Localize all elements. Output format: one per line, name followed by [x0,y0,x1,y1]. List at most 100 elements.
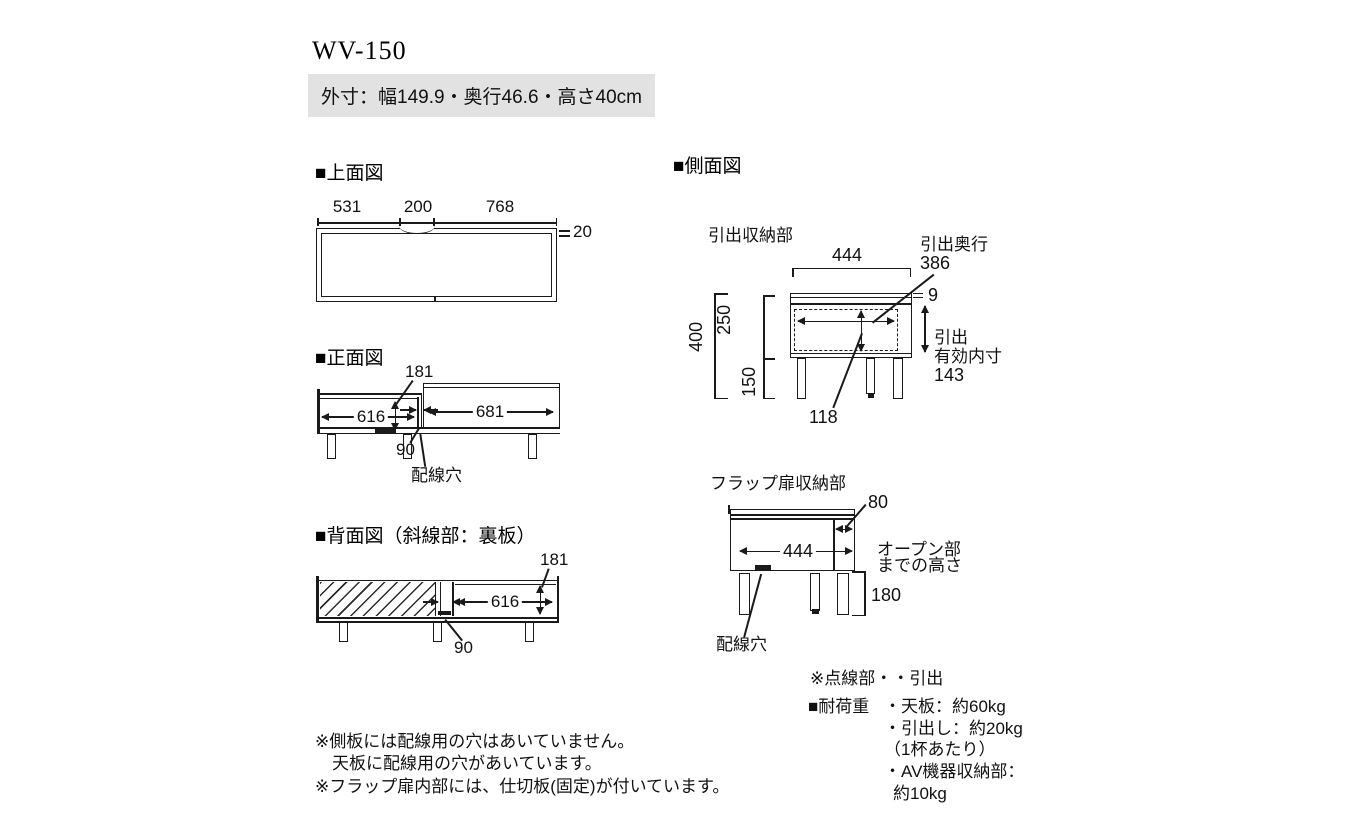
tick [852,614,864,617]
bottom-plate [316,621,559,623]
drawer-depth-label: 引出奥行 [920,235,988,254]
arrow-386 [798,320,894,323]
line [791,303,911,305]
leg [433,622,442,642]
divider-panel [833,518,835,570]
tick [555,218,558,226]
leg [837,572,849,615]
tick [714,397,728,400]
cable-notch [399,226,435,234]
dim-front-181: 181 [405,362,434,381]
side-panel [556,576,559,621]
arrow-gap-right [453,601,467,603]
tick [913,292,923,295]
tick [559,230,570,232]
dim-line [763,295,765,399]
tick [792,268,794,277]
dim-line [714,293,716,399]
arrow-143 [924,306,926,352]
leg [525,622,534,642]
tick [714,293,728,295]
note-line-2: 天板に配線用の穴があいています。 [315,754,602,773]
leg [739,572,750,615]
top-view-heading: ■上面図 [315,163,384,184]
load-item-top: ・天板：約60kg [884,697,1006,716]
outer-dimensions-badge: 外寸：幅149.9・奥行46.6・高さ40cm [308,74,655,117]
drawer-section-label: 引出収納部 [708,226,793,245]
dim-top-200: 200 [403,197,433,216]
leg [528,434,537,459]
leg [893,358,903,399]
front-view-heading: ■正面図 [315,348,384,369]
left-side-panel [317,389,320,433]
open-height-note-2: までの高さ [877,556,962,575]
drawer-dashed-outline [794,309,898,351]
leg [403,434,412,459]
dim-flap-444: 444 [779,541,817,562]
tick [763,295,775,297]
dim-side-400: 400 [686,321,707,352]
wiring-hole-mark [438,611,451,615]
wiring-hole-mark [755,565,771,570]
drawer-inner-label-2: 有効内寸 [934,347,1002,366]
load-item-av-value: 約10kg [893,784,947,803]
dim-top-rim-20: 20 [573,222,592,241]
leg [339,622,348,642]
dim-back-181: 181 [540,550,569,569]
note-line-3: ※フラップ扉内部には、仕切板(固定)が付いています。 [315,777,730,796]
back-view-heading: ■背面図（斜線部：裏板） [315,526,536,547]
dim-front-681: 681 [472,402,508,422]
dim-flap-80: 80 [868,492,889,512]
dotted-line-legend: ※点線部・・引出 [810,669,944,688]
drawer-inner-label-1: 引出 [934,328,968,347]
load-item-av: ・AV機器収納部： [884,762,1025,781]
dim-side-143: 143 [934,365,965,385]
wiring-hole-mark [375,429,396,433]
tick [434,297,436,302]
tick [852,571,864,573]
leg [810,572,820,611]
back-panel-hatched [320,582,436,616]
tick [913,296,923,299]
wiring-hole-label: 配線穴 [716,635,767,654]
line [791,352,911,355]
leader-line [419,434,426,467]
leg [797,358,806,399]
dim-line [792,267,911,270]
line [424,387,559,388]
open-height-note-1: オープン部 [877,540,961,559]
bottom-plate [317,427,560,429]
dim-top-768: 768 [485,197,515,216]
load-item-drawer: ・引出し：約20kg [884,719,1023,738]
product-code: WV-150 [312,36,407,65]
dim-top-531: 531 [332,197,362,216]
line [731,518,854,520]
top-dim-line [317,222,557,224]
bottom-plate [316,617,559,620]
line [791,296,911,299]
top-view-body-inner [321,233,552,297]
leg [866,358,875,394]
flap-section-label: フラップ扉収納部 [710,474,846,493]
dim-side-9: 9 [928,285,939,305]
side-view-heading: ■側面図 [673,156,742,177]
tick [909,268,912,277]
tick [399,218,401,226]
tick [317,218,319,226]
gap-wall [420,393,423,427]
wiring-hole-label: 配線穴 [411,466,462,485]
line [728,505,730,514]
arrow-gap-left [423,601,438,603]
load-heading: ■耐荷重 [808,697,870,716]
gap-wall [439,582,442,616]
dim-side-250: 250 [714,304,735,335]
arrow-gap-left [400,409,416,411]
arrow-118 [860,311,863,351]
leg-foot [867,393,874,398]
tick [763,358,775,360]
leg-foot [811,609,819,614]
tick [433,218,435,226]
dim-back-90: 90 [454,638,473,657]
dim-back-616: 616 [487,592,523,612]
